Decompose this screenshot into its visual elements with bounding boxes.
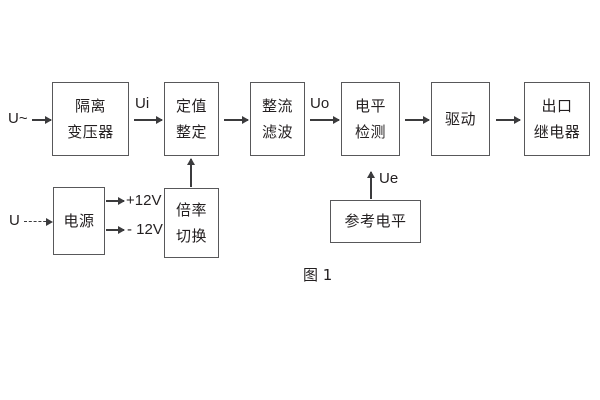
figure-caption: 图 1: [303, 266, 333, 284]
block-reference-level: 参考电平: [330, 200, 421, 243]
arrow-reference-level-to-level-detection: [370, 172, 372, 199]
block-level-detection: 电平 检测: [341, 82, 400, 156]
label-signal-uo: Uo: [310, 95, 330, 112]
block-output-relay-line-2: 继电器: [533, 123, 581, 141]
block-power-supply: 电源: [53, 187, 105, 255]
arrow-level-detection-to-drive: [405, 119, 429, 121]
block-rectify-filter: 整流 滤波: [250, 82, 305, 156]
label-rail-positive: +12V: [126, 192, 162, 209]
block-multiplier-switch: 倍率 切换: [164, 188, 219, 258]
block-reference-level-line-1: 参考电平: [344, 212, 407, 231]
arrow-input-ac-to-isolation-transformer: [32, 119, 51, 121]
arrow-input-dc-to-power-supply: [24, 221, 51, 222]
block-setting-value-line-1: 定值: [175, 96, 207, 115]
block-drive-line-1: 驱动: [444, 109, 476, 128]
arrow-setting-value-to-rectify-filter: [224, 119, 248, 121]
block-rectify-filter-line-1: 整流: [261, 96, 293, 115]
label-input-ac: U~: [8, 110, 28, 127]
block-level-detection-line-2: 检测: [354, 123, 386, 141]
block-rectify-filter-line-2: 滤波: [261, 123, 293, 141]
block-level-detection-line-1: 电平: [354, 96, 386, 115]
block-multiplier-switch-line-2: 切换: [175, 227, 207, 245]
label-signal-ui: Ui: [135, 95, 150, 112]
label-rail-negative: - 12V: [127, 221, 163, 238]
block-setting-value-line-2: 整定: [175, 123, 207, 141]
block-power-supply-line-1: 电源: [63, 211, 95, 230]
arrow-multiplier-switch-to-setting-value: [190, 159, 192, 187]
label-signal-ue: Ue: [379, 170, 399, 187]
block-isolation-transformer-line-2: 变压器: [67, 123, 114, 141]
block-isolation-transformer-line-1: 隔离: [74, 96, 106, 115]
block-multiplier-switch-line-1: 倍率: [175, 200, 207, 219]
arrow-rail-negative: [106, 229, 124, 231]
block-setting-value: 定值 整定: [164, 82, 219, 156]
block-isolation-transformer: 隔离 变压器: [52, 82, 129, 156]
block-output-relay: 出口 继电器: [524, 82, 590, 156]
arrow-rectify-filter-to-level-detection: [310, 119, 339, 121]
arrow-isolation-transformer-to-setting-value: [134, 119, 162, 121]
block-drive: 驱动: [431, 82, 490, 156]
arrow-rail-positive: [106, 200, 124, 202]
label-input-dc: U: [9, 212, 20, 229]
block-output-relay-line-1: 出口: [541, 96, 573, 115]
arrow-drive-to-output-relay: [496, 119, 520, 121]
